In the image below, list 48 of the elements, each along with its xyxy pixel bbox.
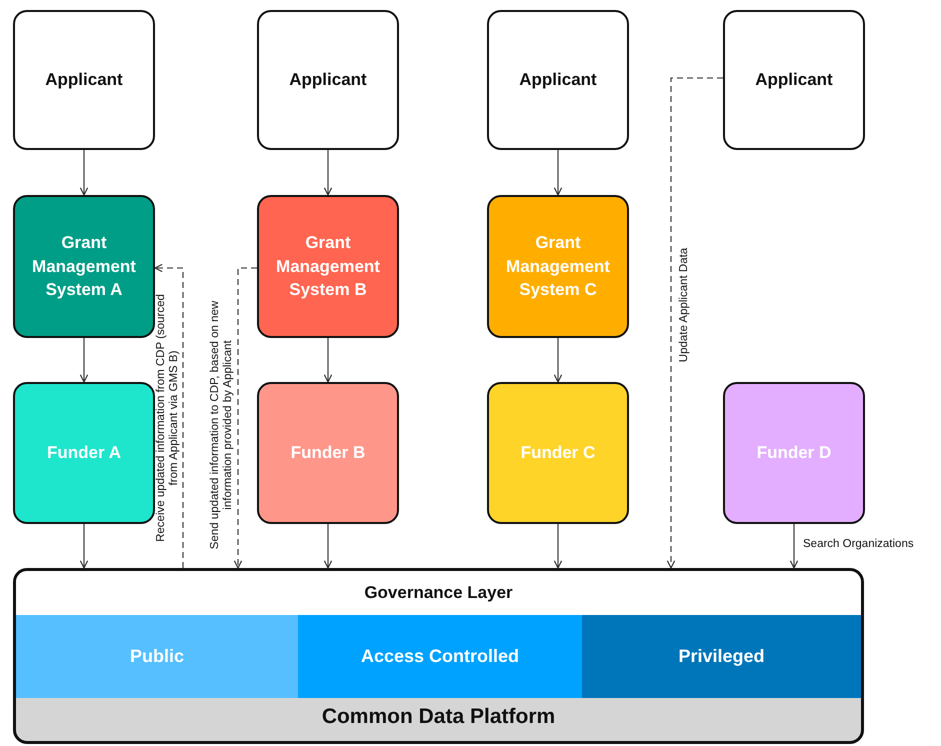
process-box [257, 382, 399, 524]
process-box [487, 195, 629, 338]
edge-label: Receive updated information from CDP (sourced from Applicant via GMS B) [155, 293, 181, 544]
arrow [554, 150, 562, 196]
node-label: Access Controlled [360, 645, 520, 668]
arrow [324, 524, 332, 569]
node-label: Funder D [756, 442, 832, 464]
node-label: Applicant [519, 69, 597, 92]
arrow [324, 150, 332, 196]
process-box [723, 10, 865, 150]
arrow [554, 338, 562, 383]
arrow [790, 524, 798, 569]
process-box [257, 10, 399, 150]
process-box [487, 382, 629, 524]
arrow [234, 267, 257, 569]
arrow [80, 338, 88, 383]
node-label: Public [130, 645, 184, 668]
process-box [257, 195, 399, 338]
tier-band [298, 615, 582, 698]
edge-label: Search Organizations [803, 538, 915, 552]
arrow [666, 77, 723, 569]
process-box [13, 195, 155, 338]
node-label: Grant Management System A [31, 232, 137, 302]
process-box [13, 382, 155, 524]
edge-label: Send updated information to CDP, based on new information provided by Applicant [209, 300, 235, 552]
platform-box [13, 568, 864, 744]
arrow [554, 524, 562, 569]
tier-band [16, 615, 298, 698]
process-box [487, 10, 629, 150]
process-box [13, 10, 155, 150]
node-label: Applicant [755, 69, 833, 92]
node-label: Grant Management System C [505, 232, 611, 302]
arrow [324, 338, 332, 383]
node-label: Privileged [678, 645, 765, 668]
arrow [80, 524, 88, 569]
process-box [723, 382, 865, 524]
node-label: Grant Management System B [275, 232, 381, 302]
arrow [154, 264, 184, 568]
node-label: Funder B [290, 442, 366, 464]
layer-title: Governance Layer [16, 571, 861, 615]
edge-label: Update Applicant Data [678, 246, 691, 364]
node-label: Funder C [520, 442, 596, 464]
arrow [80, 150, 88, 196]
node-label: Funder A [47, 442, 121, 464]
tier-band [582, 615, 861, 698]
node-label: Applicant [45, 69, 123, 92]
node-label: Applicant [289, 69, 367, 92]
platform-title: Common Data Platform [320, 704, 556, 730]
